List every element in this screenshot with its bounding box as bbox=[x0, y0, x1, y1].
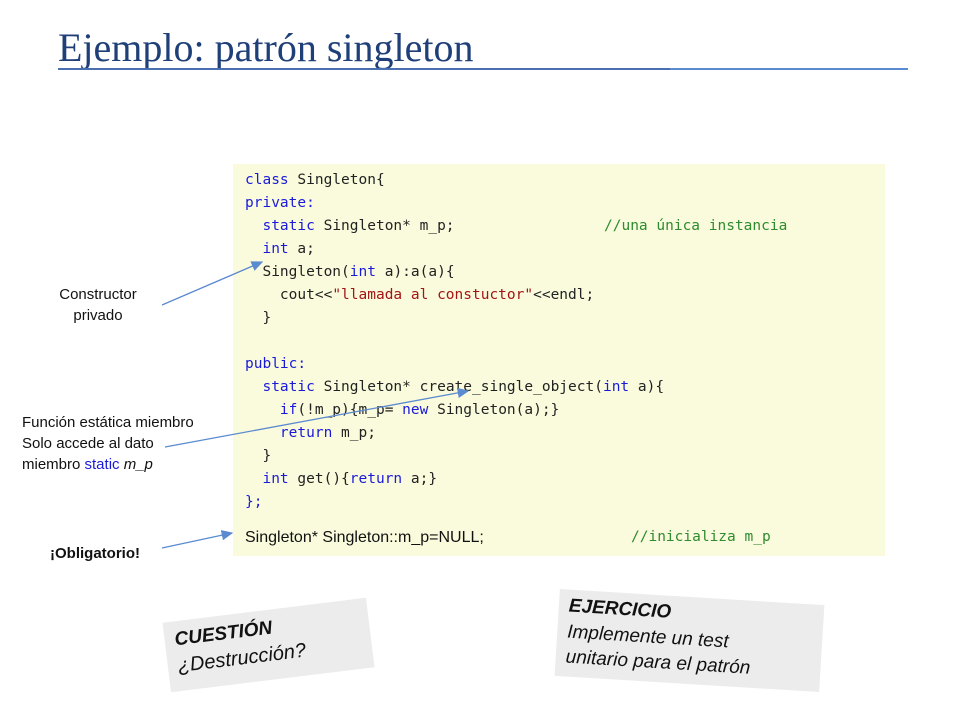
code-comment-instance: //una única instancia bbox=[604, 218, 788, 234]
arrow-mandatory bbox=[161, 530, 234, 549]
code-line-7: } bbox=[262, 310, 272, 326]
code-line-5: Singleton(int a):a(a){ bbox=[262, 264, 455, 280]
code-line-12: return m_p; bbox=[279, 425, 376, 441]
code-line-3: static Singleton* m_p; bbox=[262, 218, 455, 234]
slide-title: Ejemplo: patrón singleton bbox=[58, 25, 474, 70]
code-class-name: Singleton{ bbox=[288, 172, 385, 188]
code-line-17: Singleton* Singleton::m_p=NULL; bbox=[245, 529, 484, 546]
arrow-constructor bbox=[161, 261, 264, 306]
exercise-card: EJERCICIO Implemente un test unitario pa… bbox=[554, 588, 825, 693]
code-line-2: private: bbox=[245, 195, 315, 211]
code-comment-init: //inicializa m_p bbox=[631, 529, 771, 545]
code-line-15: }; bbox=[245, 494, 263, 510]
code-block: class Singleton{ private: static Singlet… bbox=[233, 164, 885, 556]
note-mandatory: ¡Obligatorio! bbox=[50, 545, 140, 562]
code-line-9: public: bbox=[245, 356, 307, 372]
title-underline-right bbox=[670, 68, 908, 70]
code-line-13: } bbox=[262, 448, 272, 464]
code-line-14: int get(){return a;} bbox=[262, 471, 438, 487]
code-line-1: class Singleton{ bbox=[245, 172, 385, 188]
note-static-function: Función estática miembro Solo accede al … bbox=[22, 414, 194, 473]
note-constructor: Constructor privado bbox=[59, 286, 137, 324]
code-line-11: if(!m_p){m_p= new Singleton(a);} bbox=[279, 402, 560, 418]
code-line-6: cout<<"llamada al constuctor"<<endl; bbox=[279, 287, 595, 303]
code-line-4: int a; bbox=[262, 241, 315, 257]
arrow-static-function bbox=[164, 387, 470, 448]
title-underline bbox=[58, 68, 670, 70]
exercise-body: Implemente un test unitario para el patr… bbox=[565, 621, 751, 679]
